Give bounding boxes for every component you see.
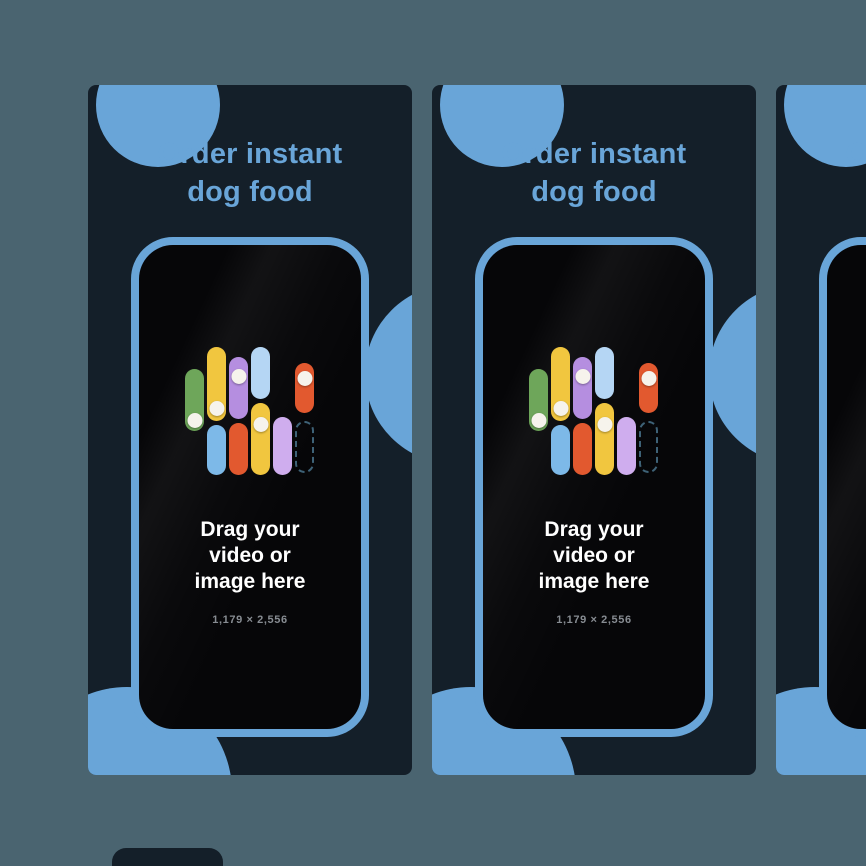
dropzone-resolution: 1,179 × 2,556	[827, 614, 866, 626]
pills-logo	[529, 347, 659, 475]
screen-glare	[827, 245, 866, 729]
logo-pill	[251, 403, 270, 475]
logo-pill	[273, 417, 292, 475]
dashed-placeholder-pill	[639, 421, 658, 473]
dropzone-resolution: 1,179 × 2,556	[212, 614, 288, 626]
logo-pill	[595, 347, 614, 399]
logo-pill	[251, 347, 270, 399]
image-dropzone[interactable]: Drag your video or image here 1,179 × 2,…	[139, 245, 361, 729]
logo-pill	[551, 347, 570, 421]
dropzone-resolution: 1,179 × 2,556	[556, 614, 632, 626]
toggle-knob	[231, 369, 246, 384]
image-dropzone[interactable]: Drag your video or image here 1,179 × 2,…	[483, 245, 705, 729]
logo-pill	[229, 357, 248, 419]
logo-pill	[229, 423, 248, 475]
phone-frame[interactable]: Drag your video or image here 1,179 × 2,…	[819, 237, 866, 737]
headline-line2: dog food	[531, 176, 657, 208]
screenshot-slide-3[interactable]: Order instant dog food Drag your video o…	[776, 85, 866, 775]
logo-pill	[617, 417, 636, 475]
pills-logo	[185, 347, 315, 475]
logo-pill	[207, 347, 226, 421]
dashed-placeholder-pill	[295, 421, 314, 473]
toggle-knob	[641, 371, 656, 386]
slide-headline[interactable]: Order instant dog food	[88, 135, 412, 211]
toggle-knob	[575, 369, 590, 384]
logo-pill	[295, 363, 314, 413]
toggle-knob	[531, 413, 546, 428]
logo-pill	[595, 403, 614, 475]
phone-frame[interactable]: Drag your video or image here 1,179 × 2,…	[475, 237, 713, 737]
toggle-knob	[597, 417, 612, 432]
headline-line1: Order instant	[501, 138, 687, 170]
toggle-knob	[553, 401, 568, 416]
logo-pill	[529, 369, 548, 431]
logo-pill	[639, 363, 658, 413]
image-dropzone[interactable]: Drag your video or image here 1,179 × 2,…	[827, 245, 866, 729]
headline-line1: Order instant	[157, 138, 343, 170]
toggle-knob	[187, 413, 202, 428]
toggle-knob	[253, 417, 268, 432]
headline-line1: Order instant	[845, 138, 866, 170]
dropzone-label: Drag your video or image here	[194, 518, 306, 593]
dropzone-label: Drag your video or image here	[538, 518, 650, 593]
logo-pill	[207, 425, 226, 475]
screen-glare	[139, 245, 361, 729]
slide-headline[interactable]: Order instant dog food	[432, 135, 756, 211]
logo-pill	[551, 425, 570, 475]
decor-blob-right	[365, 284, 412, 464]
headline-line2: dog food	[187, 176, 313, 208]
toggle-knob	[297, 371, 312, 386]
screen-glare	[483, 245, 705, 729]
screenshot-slide-2[interactable]: Order instant dog food Drag your video o…	[432, 85, 756, 775]
logo-pill	[573, 423, 592, 475]
next-row-slide-peek[interactable]	[112, 848, 223, 866]
logo-pill	[573, 357, 592, 419]
toggle-knob	[209, 401, 224, 416]
logo-pill	[185, 369, 204, 431]
screenshot-slide-1[interactable]: Order instant dog food Drag your video o…	[88, 85, 412, 775]
phone-frame[interactable]: Drag your video or image here 1,179 × 2,…	[131, 237, 369, 737]
decor-blob-right	[709, 284, 756, 464]
slide-headline[interactable]: Order instant dog food	[776, 135, 866, 211]
dropzone-label: Drag your video or image here	[827, 517, 866, 595]
